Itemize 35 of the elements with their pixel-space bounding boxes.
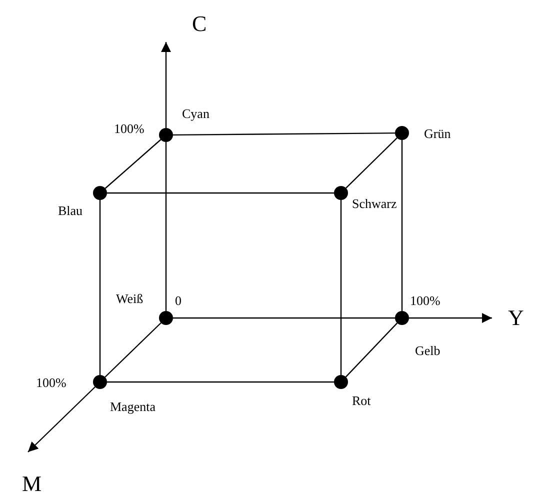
- cube-edge-line: [401, 140, 403, 311]
- tick-label: 0: [175, 293, 182, 308]
- color-name-label: Gelb: [415, 343, 440, 358]
- corner-dot: [93, 186, 107, 200]
- corner-dot: [334, 375, 348, 389]
- color-name-label: Grün: [424, 126, 451, 141]
- corner-dot: [395, 126, 409, 140]
- cube-edge-line: [346, 137, 398, 189]
- tick-label: 100%: [114, 121, 144, 136]
- corner-dot: [159, 128, 173, 142]
- cube-edge-line: [104, 322, 162, 378]
- color-name-label: Weiß: [116, 291, 144, 306]
- tick-label: 100%: [410, 293, 440, 308]
- corner-dot: [159, 311, 173, 325]
- cube-edge-line: [340, 200, 342, 375]
- cube-edge-line: [107, 192, 334, 194]
- cube-edge-line: [107, 381, 334, 383]
- color-name-label: Rot: [352, 393, 371, 408]
- color-name-label: Blau: [58, 203, 83, 218]
- cube-edge-line: [165, 142, 167, 311]
- cube-edge-line: [99, 200, 101, 375]
- color-name-label: Cyan: [182, 106, 210, 121]
- cube-edge-line: [345, 322, 398, 378]
- axis-label: C: [192, 12, 207, 36]
- corner-dot: [93, 375, 107, 389]
- cube-edge-line: [104, 139, 162, 189]
- cube-edge-line: [173, 132, 395, 136]
- axis-label: Y: [508, 306, 524, 330]
- cube-edge-line: [173, 317, 395, 319]
- color-name-label: Schwarz: [352, 196, 397, 211]
- axis-label: M: [22, 472, 42, 496]
- corner-dot: [395, 311, 409, 325]
- color-name-label: Magenta: [110, 399, 156, 414]
- tick-label: 100%: [36, 375, 66, 390]
- corner-dot: [334, 186, 348, 200]
